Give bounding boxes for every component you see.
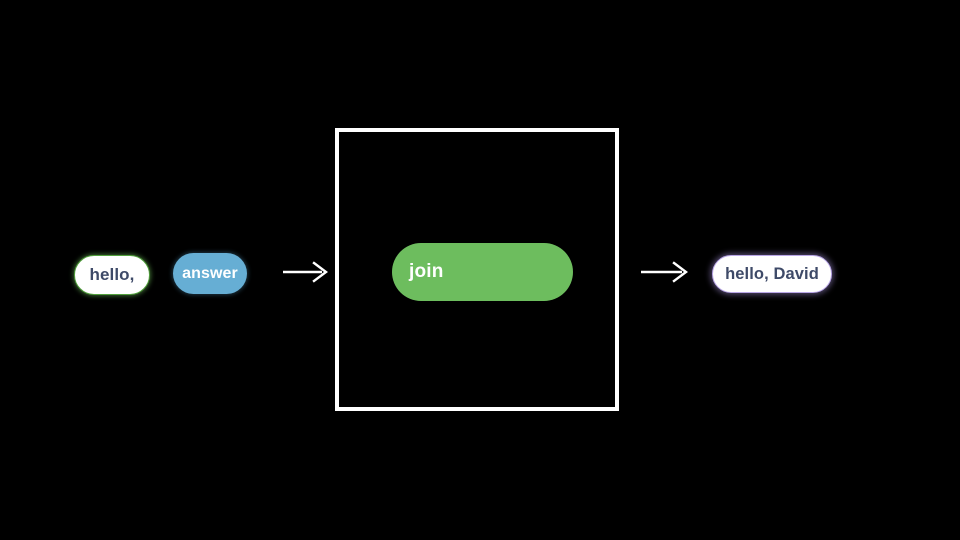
operand-label-answer: answer: [182, 264, 238, 282]
operand-pill-hello[interactable]: hello,: [74, 255, 150, 295]
arrow-right-icon: [281, 258, 329, 291]
arrow-right-icon: [639, 258, 689, 291]
operator-block-label: join: [409, 261, 444, 282]
result-pill-hello-david[interactable]: hello, David: [712, 255, 832, 293]
operand-label-hello: hello,: [89, 265, 135, 284]
highlight-frame: [335, 128, 619, 411]
result-label: hello, David: [725, 264, 819, 283]
operand-pill-answer[interactable]: answer: [173, 253, 247, 294]
operator-block-join[interactable]: join: [392, 243, 573, 301]
